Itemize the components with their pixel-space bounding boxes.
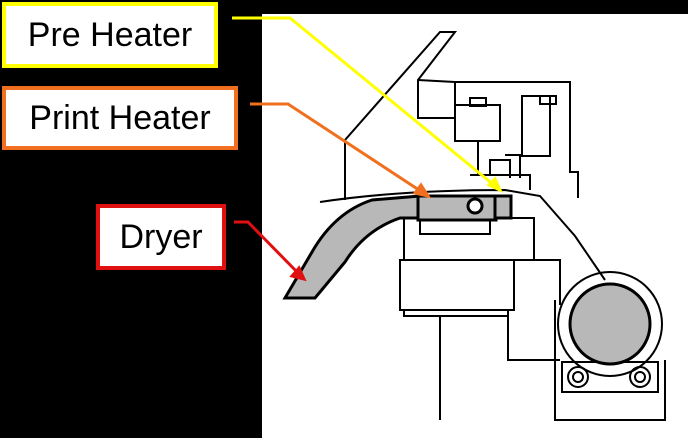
dryer-label: Dryer [96,204,226,270]
pre-heater-leader [232,16,501,192]
print-heater-leader [250,102,423,194]
print-heater-label: Print Heater [2,86,238,150]
print-heater-plate [416,194,498,222]
feed-roller [568,282,652,366]
printer-mechanism [344,31,666,421]
heater-parts [282,188,652,366]
pre-heater-label: Pre Heater [2,2,218,68]
dryer-leader [234,220,302,277]
leader-lines [232,16,504,282]
pre-heater-plate [493,194,513,220]
